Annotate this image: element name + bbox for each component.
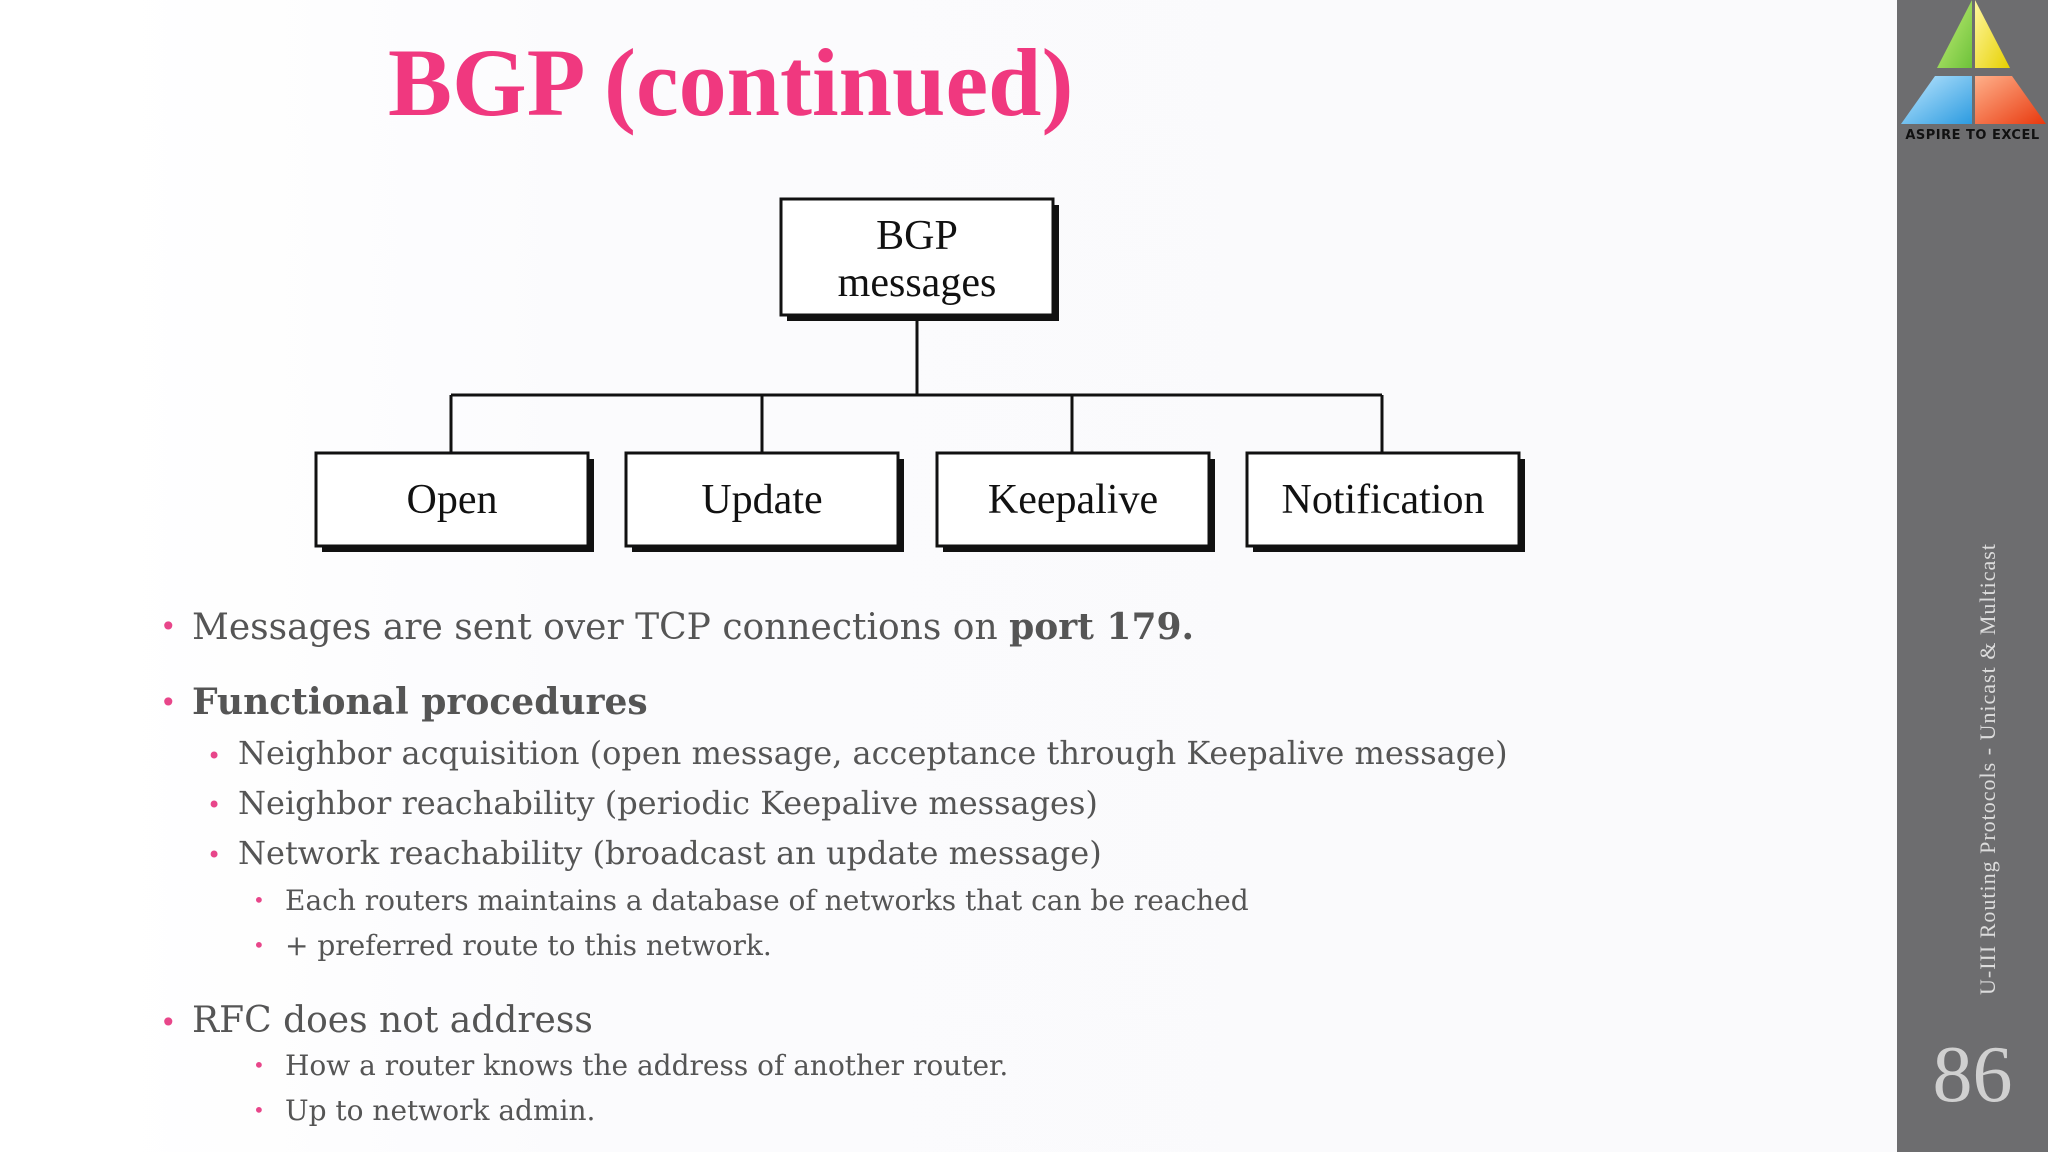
bullet-dot: • [207, 841, 222, 869]
bullet-list: • Messages are sent over TCP connections… [160, 606, 1508, 1127]
bullet-routers-database: Each routers maintains a database of net… [285, 884, 1249, 917]
bullet-network-admin: Up to network admin. [285, 1094, 596, 1127]
logo-tagline: ASPIRE TO EXCEL [1905, 128, 2040, 143]
node-bgp-messages: BGP messages [779, 197, 1059, 321]
bullet-tcp-port-text: Messages are sent over TCP connections o… [192, 607, 1010, 648]
node-root-line2: messages [838, 260, 997, 306]
bullet-dot: • [160, 610, 177, 643]
bullet-neighbor-reachability: Neighbor reachability (periodic Keepaliv… [238, 784, 1098, 822]
node-update-label: Update [701, 477, 822, 523]
node-notification: Notification [1245, 451, 1525, 552]
bullet-preferred-route: + preferred route to this network. [285, 929, 772, 962]
bullet-dot: • [207, 742, 222, 770]
sidebar [1897, 0, 2048, 1152]
bullet-tcp-port: Messages are sent over TCP connections o… [192, 606, 1194, 648]
node-notification-label: Notification [1282, 477, 1485, 523]
node-open: Open [314, 451, 594, 552]
bullet-dot: • [207, 791, 222, 819]
node-root-line1: BGP [876, 213, 958, 259]
bullet-network-reachability: Network reachability (broadcast an updat… [238, 834, 1102, 872]
bullet-rfc-not-address: RFC does not address [192, 1000, 593, 1041]
bullet-router-address: How a router knows the address of anothe… [285, 1049, 1009, 1082]
bullet-dot: • [160, 686, 177, 719]
footer-course-title: U-III Routing Protocols - Unicast & Mult… [1975, 543, 2000, 995]
node-keepalive-label: Keepalive [988, 477, 1158, 523]
page-number: 86 [1932, 1031, 2013, 1119]
slide [0, 0, 1897, 1152]
tree-connectors [449, 318, 1384, 454]
bgp-message-tree-diagram: BGP messages Open Update Keepalive Notif… [314, 197, 1525, 552]
node-open-label: Open [407, 477, 498, 523]
bullet-dot: • [253, 1098, 265, 1122]
aspire-logo-icon [1901, 0, 2046, 124]
bullet-tcp-port-bold: port 179. [1009, 606, 1195, 648]
bullet-dot: • [160, 1006, 177, 1039]
bullet-neighbor-acquisition: Neighbor acquisition (open message, acce… [238, 734, 1508, 772]
bullet-dot: • [253, 888, 265, 912]
bullet-functional-procedures: Functional procedures [192, 681, 648, 723]
slide-title: BGP (continued) [388, 29, 1074, 136]
node-update: Update [624, 451, 904, 552]
bullet-dot: • [253, 933, 265, 957]
node-keepalive: Keepalive [935, 451, 1215, 552]
bullet-dot: • [253, 1053, 265, 1077]
